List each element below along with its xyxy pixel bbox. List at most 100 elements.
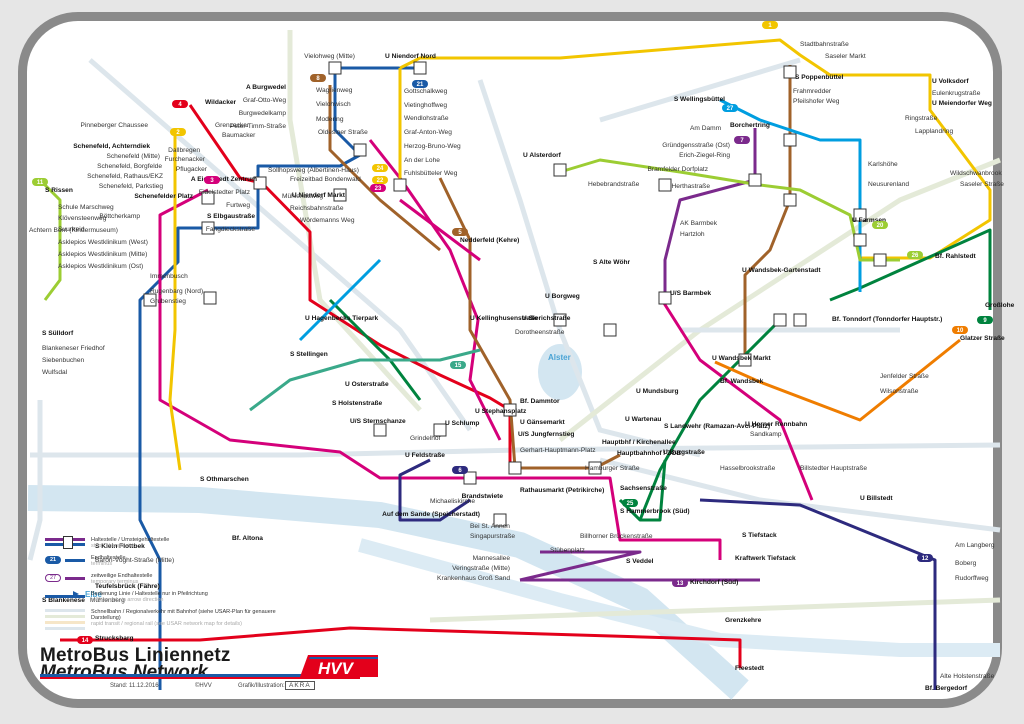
interchange-stop[interactable] <box>503 403 517 417</box>
line-badge-10[interactable] <box>952 326 968 334</box>
station-label[interactable]: Schenefeld, Parkstieg <box>99 183 163 190</box>
station-label[interactable]: S Othmarschen <box>200 476 249 483</box>
station-label[interactable]: Mühlenberg <box>90 597 125 604</box>
station-label[interactable]: Schenefeld, Borgfelde <box>97 163 162 170</box>
station-label[interactable]: U Billstedt <box>860 495 893 502</box>
interchange-stop[interactable] <box>658 291 672 305</box>
line-badge-8[interactable] <box>310 74 326 82</box>
station-label[interactable]: Kraftwerk Tiefstack <box>735 555 796 562</box>
station-label[interactable]: Grenzkehre <box>725 617 762 624</box>
station-label[interactable]: Frahmredder <box>793 88 832 95</box>
station-label[interactable]: Gottschalkweg <box>404 88 448 95</box>
station-label[interactable]: Auf dem Sande (Speicherstadt) <box>382 511 480 518</box>
station-label[interactable]: Reichsbahnstraße <box>290 205 344 212</box>
station-label[interactable]: Erich-Ziegel-Ring <box>679 152 730 159</box>
station-label[interactable]: Hamburger Straße <box>585 465 640 472</box>
interchange-stop[interactable] <box>201 191 215 205</box>
station-label[interactable]: Graf-Otto-Weg <box>243 97 286 104</box>
interchange-stop[interactable] <box>783 133 797 147</box>
station-label[interactable]: Achtern Born (Kindermuseum) <box>29 227 118 234</box>
station-label[interactable]: U Feldstraße <box>405 452 445 459</box>
station-label[interactable]: Herzog-Bruno-Weg <box>404 143 461 150</box>
interchange-stop[interactable] <box>328 61 342 75</box>
line-badge-20[interactable] <box>872 221 888 229</box>
interchange-stop[interactable] <box>748 173 762 187</box>
station-label[interactable]: Bf. Tonndorf (Tonndorfer Hauptstr.) <box>832 316 942 323</box>
station-label[interactable]: Rathausmarkt (Petrikirche) <box>520 487 604 494</box>
station-label[interactable]: Sandkamp <box>750 431 782 438</box>
station-label[interactable]: Ringstraße <box>905 115 938 122</box>
bus-line-15[interactable] <box>249 348 481 412</box>
station-label[interactable]: Furchenacker <box>165 156 206 163</box>
station-label[interactable]: Saseler Markt <box>825 53 866 60</box>
interchange-stop[interactable] <box>783 65 797 79</box>
station-label[interactable]: Baron-Voght-Straße (Mitte) <box>95 557 174 564</box>
station-label[interactable]: U Niendorf Nord <box>385 53 436 60</box>
bus-line-7[interactable] <box>663 128 757 298</box>
station-label[interactable]: Bf. Dammtor <box>520 398 560 405</box>
station-label[interactable]: Graf-Anton-Weg <box>404 129 452 136</box>
station-label[interactable]: Hauptbahnhof / ZOB <box>617 450 681 457</box>
station-label[interactable]: Am Damm <box>690 125 722 132</box>
station-label[interactable]: Fleestedt <box>735 665 765 672</box>
station-label[interactable]: U Wartenau <box>625 416 661 423</box>
station-label[interactable]: U Mundsburg <box>636 388 679 395</box>
line-badge-23[interactable] <box>370 184 386 192</box>
station-label[interactable]: Mühlenauweg <box>282 193 323 200</box>
station-label[interactable]: Stadtbahnstraße <box>800 41 849 48</box>
station-label[interactable]: An der Lohe <box>404 157 440 164</box>
station-label[interactable]: U/S Barmbek <box>670 290 711 297</box>
station-label[interactable]: Burgwedelkamp <box>239 110 287 117</box>
line-badge-13[interactable] <box>672 579 688 587</box>
station-label[interactable]: Bei St. Annen <box>470 523 510 530</box>
station-label[interactable]: Pflugacker <box>176 166 208 173</box>
station-label[interactable]: Bf. Bergedorf <box>925 685 968 692</box>
station-label[interactable]: Karlshöhe <box>868 161 898 168</box>
station-label[interactable]: Peter-Timm-Straße <box>230 123 287 130</box>
station-label[interactable]: Baumacker <box>222 132 256 139</box>
station-label[interactable]: Billhorner Brückenstraße <box>580 533 653 540</box>
station-label[interactable]: Suurheid <box>58 226 85 233</box>
station-label[interactable]: Bramfelder Dorfplatz <box>648 166 708 173</box>
line-badge-1[interactable] <box>762 21 778 29</box>
bus-line-8[interactable] <box>743 65 792 362</box>
line-badge-26[interactable] <box>907 251 923 259</box>
bus-line-8[interactable] <box>328 85 441 252</box>
station-label[interactable]: Eulenkrugstraße <box>932 90 981 97</box>
line-badge-24[interactable] <box>372 164 388 172</box>
station-label[interactable]: U Meiendorfer Weg <box>932 100 992 107</box>
line-badge-2[interactable] <box>170 128 186 136</box>
bus-line-3[interactable] <box>660 299 814 501</box>
station-label[interactable]: Asklepios Westklinikum (West) <box>58 239 148 246</box>
line-badge-15[interactable] <box>450 361 466 369</box>
station-label[interactable]: Grindelhof <box>410 435 441 442</box>
station-label[interactable]: Saseler Straße <box>960 181 1004 188</box>
interchange-stop[interactable] <box>373 423 387 437</box>
line-badge-21[interactable] <box>412 80 428 88</box>
station-label[interactable]: Wördemanns Weg <box>300 217 355 224</box>
station-label[interactable]: Herthastraße <box>672 183 711 190</box>
station-label[interactable]: Lapplandring <box>915 128 953 135</box>
station-label[interactable]: Alte Holstenstraße <box>940 673 995 680</box>
station-label[interactable]: Singapurstraße <box>470 533 515 540</box>
station-label[interactable]: Krankenhaus Groß Sand <box>437 575 510 582</box>
station-label[interactable]: Schenefelder Platz <box>134 193 193 200</box>
station-label[interactable]: Hauptbhf / Kirchenallee <box>602 439 676 446</box>
bus-line-25[interactable] <box>618 459 667 522</box>
bus-line-14[interactable] <box>60 626 742 668</box>
station-label[interactable]: Sollhopsweg (Albertinen-Haus) <box>268 167 359 174</box>
interchange-stop[interactable] <box>553 313 567 327</box>
station-label[interactable]: S Sülldorf <box>42 330 74 337</box>
station-label[interactable]: Blankeneser Friedhof <box>42 345 105 352</box>
station-label[interactable]: U Kellinghusenstraße <box>470 315 538 322</box>
station-label[interactable]: Bf. Rahlstedt <box>935 253 976 260</box>
station-label[interactable]: Modering <box>316 116 344 123</box>
bus-line-4[interactable] <box>188 104 512 470</box>
station-label[interactable]: Wulfsdal <box>42 369 68 376</box>
station-label[interactable]: Mannesallee <box>473 555 511 562</box>
interchange-stop[interactable] <box>793 313 807 327</box>
station-label[interactable]: Am Langberg <box>955 542 995 549</box>
station-label[interactable]: U Wandsbek Markt <box>712 355 772 362</box>
station-label[interactable]: Asklepios Westklinikum (Mitte) <box>58 251 147 258</box>
station-label[interactable]: S Stellingen <box>290 351 328 358</box>
